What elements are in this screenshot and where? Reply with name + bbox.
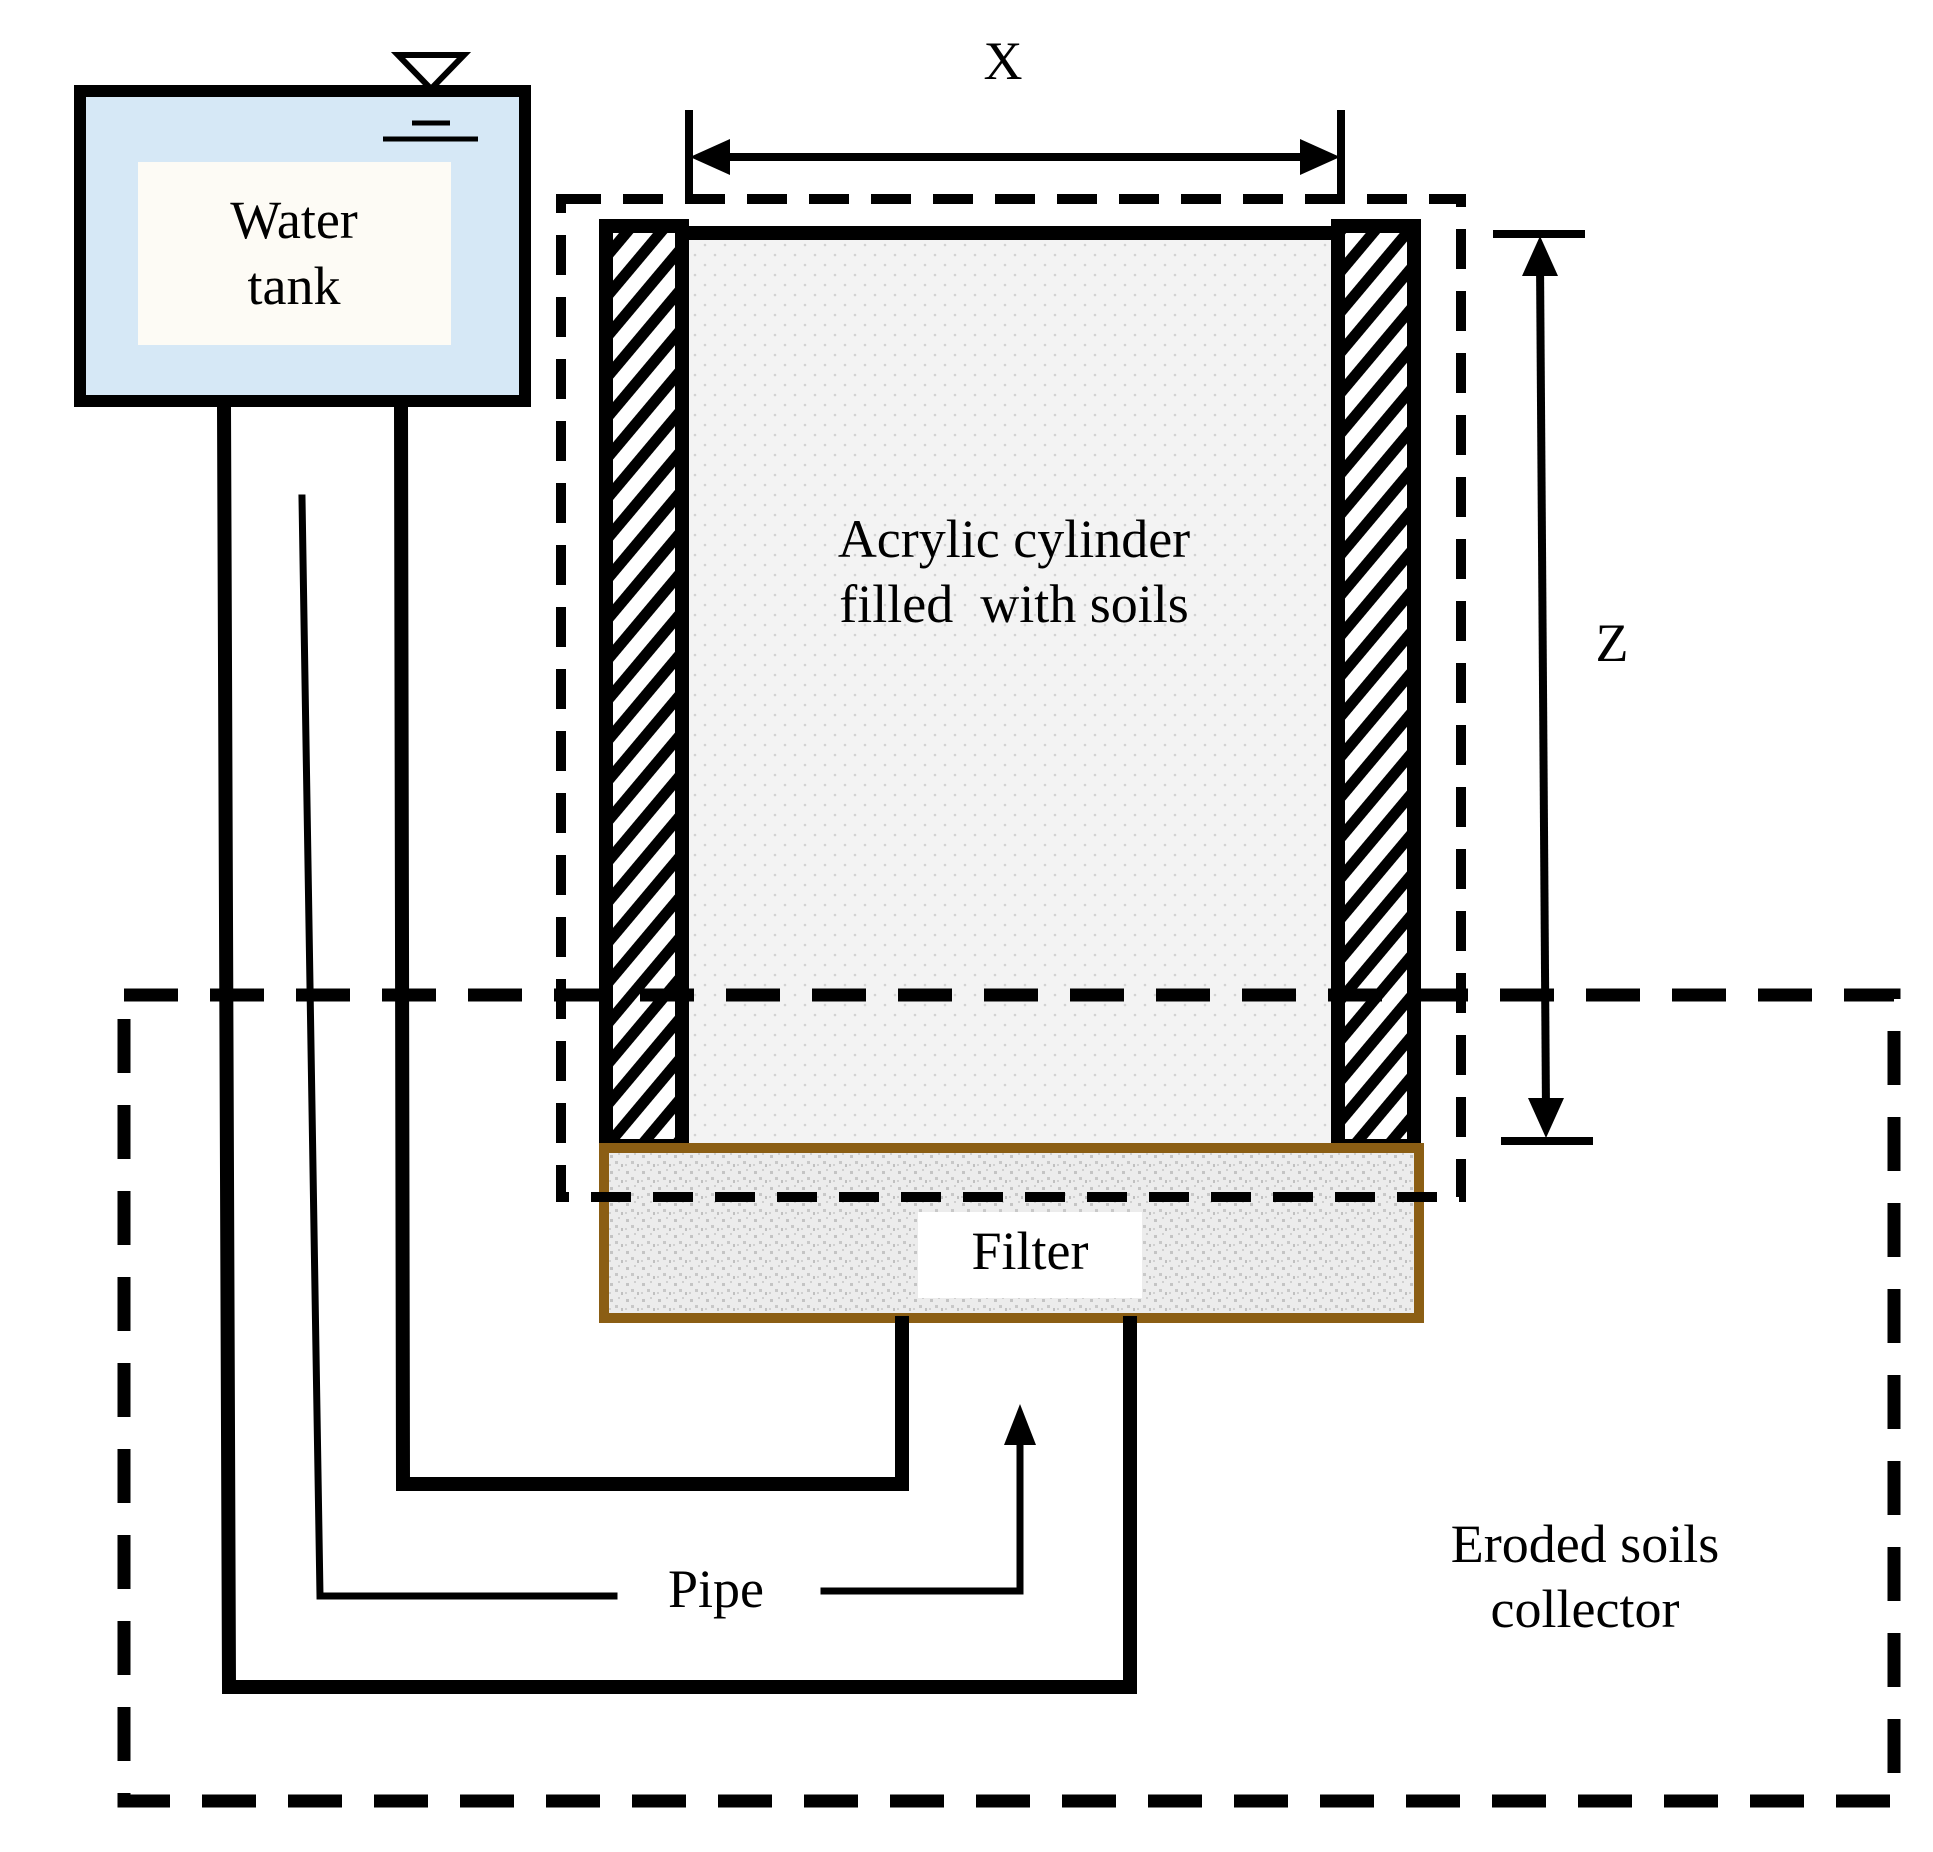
collector-label-line1: Eroded soils bbox=[1451, 1514, 1719, 1574]
water-level-icon bbox=[383, 52, 478, 142]
pipe-inner bbox=[393, 399, 909, 1491]
flow-line-right bbox=[820, 1424, 1024, 1595]
flow-arrow-icon bbox=[1004, 1404, 1036, 1445]
cylinder-right-wall bbox=[1331, 219, 1421, 1153]
filter-label: Filter bbox=[972, 1221, 1089, 1281]
dimension-z: Z bbox=[1493, 230, 1629, 1145]
cylinder-label-line2: filled with soils bbox=[839, 574, 1189, 634]
dimension-z-arrow-up-icon bbox=[1522, 236, 1558, 276]
cylinder-left-wall bbox=[599, 219, 689, 1153]
pipe-system bbox=[216, 399, 1137, 1694]
water-tank-label-box bbox=[138, 162, 451, 345]
collector-label-line2: collector bbox=[1491, 1579, 1680, 1639]
dimension-z-arrow-down-icon bbox=[1528, 1098, 1564, 1138]
cylinder-label-line1: Acrylic cylinder bbox=[838, 509, 1190, 569]
water-tank-label-line1: Water bbox=[230, 190, 358, 250]
dimension-z-label: Z bbox=[1596, 613, 1629, 673]
pipe-outer bbox=[216, 399, 1137, 1694]
cylinder-dashed-boundary bbox=[556, 194, 1466, 1202]
acrylic-cylinder: Acrylic cylinder filled with soils bbox=[599, 219, 1421, 1153]
dimension-x: X bbox=[685, 31, 1345, 198]
dimension-x-label: X bbox=[984, 31, 1023, 91]
eroded-soils-collector-boundary bbox=[117, 988, 1901, 1808]
filter: Filter bbox=[599, 1143, 1424, 1323]
dimension-x-arrow-right-icon bbox=[1300, 139, 1340, 175]
filter-label-box bbox=[918, 1212, 1142, 1298]
flow-line bbox=[298, 494, 618, 1600]
soil-fill bbox=[686, 229, 1334, 1144]
dimension-x-arrow-left-icon bbox=[690, 139, 730, 175]
water-tank-label-line2: tank bbox=[248, 256, 341, 316]
pipe-label: Pipe bbox=[668, 1559, 764, 1619]
water-tank: Water tank bbox=[74, 52, 531, 407]
